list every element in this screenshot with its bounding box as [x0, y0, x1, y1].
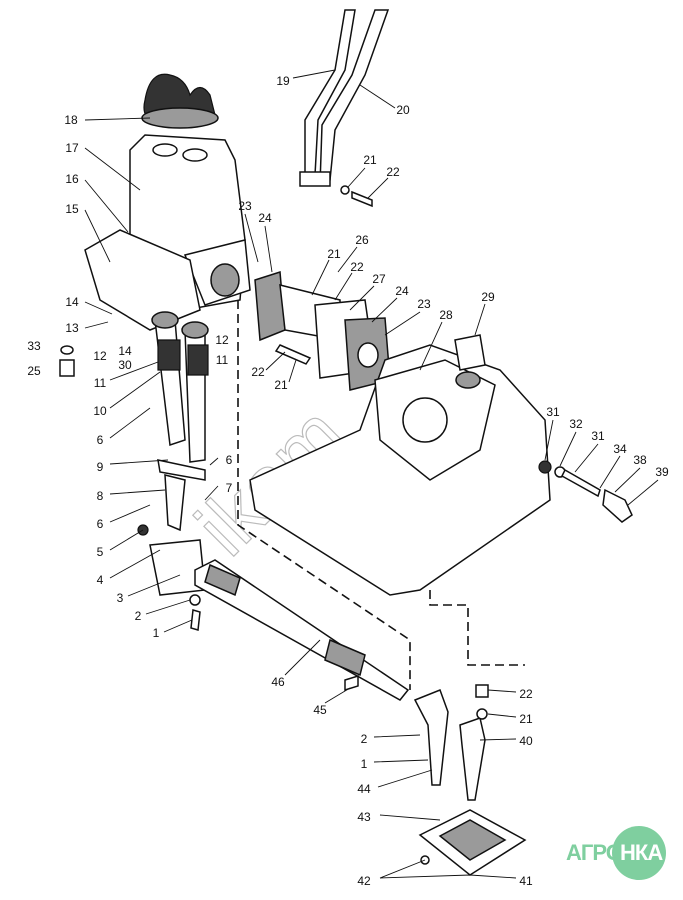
label-41: 41 — [519, 874, 533, 888]
label-4: 4 — [97, 573, 104, 587]
label-20: 20 — [396, 103, 410, 117]
label-1: 1 — [153, 626, 160, 640]
label-31: 31 — [591, 429, 605, 443]
boot-part — [141, 73, 219, 129]
label-7: 7 — [226, 481, 233, 495]
logo-text-right: НКА — [620, 840, 663, 865]
label-6: 6 — [97, 517, 104, 531]
label-22: 22 — [519, 687, 533, 701]
label-10: 10 — [93, 404, 107, 418]
label-19: 19 — [276, 74, 290, 88]
label-27: 27 — [372, 272, 386, 286]
label-14: 14 — [118, 344, 132, 358]
label-17: 17 — [65, 141, 79, 155]
label-21: 21 — [327, 247, 341, 261]
label-28: 28 — [439, 308, 453, 322]
label-45: 45 — [313, 703, 327, 717]
linkage-part — [59, 311, 209, 631]
label-24: 24 — [258, 211, 272, 225]
label-18: 18 — [64, 113, 78, 127]
label-6: 6 — [226, 453, 233, 467]
plug-assembly-part — [538, 460, 633, 523]
label-23: 23 — [238, 199, 252, 213]
label-11: 11 — [94, 376, 107, 390]
part-labels: 18 17 16 15 14 13 33 25 12 14 30 12 11 1… — [27, 74, 669, 888]
label-9: 9 — [97, 460, 104, 474]
logo-text-left: АГРО — [566, 840, 623, 865]
gearbox-cover-part — [249, 334, 551, 596]
label-34: 34 — [613, 442, 627, 456]
label-22: 22 — [386, 165, 400, 179]
label-24: 24 — [395, 284, 409, 298]
label-11: 11 — [216, 353, 229, 367]
label-42: 42 — [357, 874, 371, 888]
label-22: 22 — [350, 260, 364, 274]
label-5: 5 — [97, 545, 104, 559]
label-25: 25 — [27, 364, 41, 378]
gate-plate-part — [418, 809, 527, 876]
shift-levers-part — [299, 9, 390, 208]
label-2: 2 — [135, 609, 142, 623]
label-12: 12 — [93, 349, 107, 363]
label-14: 14 — [65, 295, 79, 309]
label-44: 44 — [357, 782, 371, 796]
label-29: 29 — [481, 290, 495, 304]
label-23: 23 — [417, 297, 431, 311]
label-12: 12 — [215, 333, 229, 347]
label-43: 43 — [357, 810, 371, 824]
label-40: 40 — [519, 734, 533, 748]
label-21: 21 — [274, 378, 288, 392]
lower-levers-part — [413, 684, 489, 801]
label-21: 21 — [519, 712, 533, 726]
label-46: 46 — [271, 675, 285, 689]
label-26: 26 — [355, 233, 369, 247]
label-31: 31 — [546, 405, 560, 419]
shaft-part — [194, 559, 410, 701]
label-30: 30 — [118, 358, 132, 372]
label-39: 39 — [655, 465, 669, 479]
label-8: 8 — [97, 489, 104, 503]
leader-lines — [84, 69, 659, 879]
label-1: 1 — [361, 757, 368, 771]
label-15: 15 — [65, 202, 79, 216]
label-32: 32 — [569, 417, 583, 431]
agronka-logo: АГРО НКА — [566, 826, 683, 882]
label-6: 6 — [97, 433, 104, 447]
assembly-line — [429, 590, 525, 666]
label-16: 16 — [65, 172, 79, 186]
assembly-line — [237, 300, 411, 690]
spacer-flange-part — [254, 270, 391, 391]
label-22: 22 — [251, 365, 265, 379]
label-21: 21 — [363, 153, 377, 167]
label-33: 33 — [27, 339, 41, 353]
label-13: 13 — [65, 321, 79, 335]
label-2: 2 — [361, 732, 368, 746]
label-3: 3 — [117, 591, 124, 605]
logo-circle — [612, 826, 666, 880]
gasket-part — [84, 229, 201, 331]
label-38: 38 — [633, 453, 647, 467]
